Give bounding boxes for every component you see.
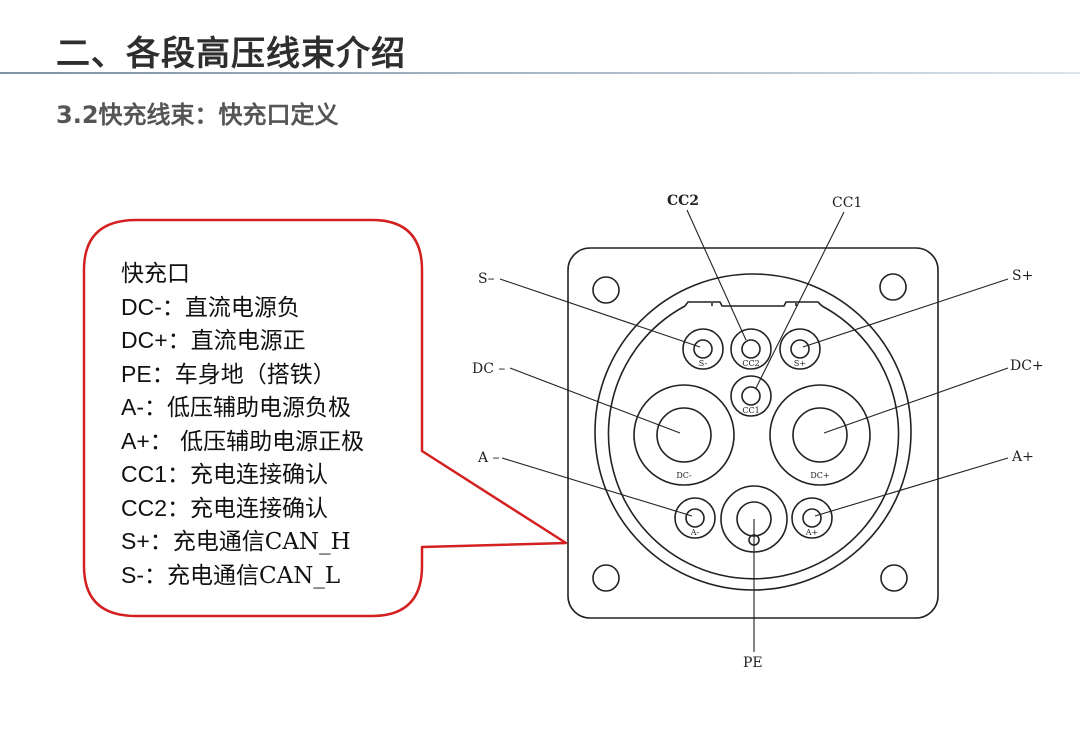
pin-label-s-minus: S- — [699, 359, 708, 368]
pin-a-minus — [685, 508, 705, 528]
callout-s-plus: S+ — [1012, 268, 1033, 284]
title-divider — [0, 72, 1080, 74]
legend-item-cc1: CC1：充电连接确认 — [121, 458, 364, 492]
legend-separator: ： — [161, 294, 185, 321]
pin-a-minus-sleeve — [674, 497, 716, 539]
legend-description: 充电连接确认 — [190, 495, 329, 522]
mounting-hole — [880, 564, 908, 592]
pin-dc-plus — [792, 407, 848, 463]
legend-code: DC+ — [121, 327, 168, 353]
legend-separator: ： — [149, 428, 173, 455]
pin-cc2 — [741, 339, 761, 359]
pin-label-s-plus: S+ — [794, 359, 806, 368]
pin-s-minus — [693, 339, 713, 359]
legend-code: S- — [121, 561, 144, 588]
legend-code: CC1 — [121, 461, 168, 487]
pin-s-minus-sleeve — [682, 328, 724, 370]
callout-dc-minus: DC – — [472, 361, 505, 377]
legend-description: 直流电源负 — [184, 294, 300, 321]
pin-label-a-minus: A- — [690, 528, 700, 537]
latch-slot — [684, 301, 823, 307]
legend-separator: ： — [167, 328, 191, 354]
mounting-hole — [592, 276, 620, 304]
pin-a-plus-sleeve — [791, 497, 833, 539]
legend-heading: 快充口 — [121, 261, 190, 287]
pin-cc2-sleeve — [730, 328, 772, 370]
legend-separator: ： — [167, 495, 191, 522]
legend-item-cc2: CC2：充电连接确认 — [121, 492, 364, 526]
leader-s-minus — [499, 278, 701, 348]
mounting-hole — [879, 273, 907, 301]
legend-separator: ： — [144, 562, 167, 589]
legend-description: 充电连接确认 — [190, 462, 329, 488]
legend-description: 充电通信CAN_H — [172, 529, 351, 555]
legend-separator: ： — [151, 361, 175, 388]
callout-a-minus: A – — [477, 450, 500, 466]
connector-flange — [567, 247, 939, 619]
legend-separator: ： — [149, 529, 173, 555]
legend-code: PE — [121, 360, 152, 387]
legend-item-a-minus: A-：低压辅助电源负极 — [121, 391, 364, 425]
pin-label-dc-minus: DC- — [676, 471, 692, 480]
pin-cc1 — [741, 386, 761, 406]
leader-s-plus — [802, 278, 1009, 348]
pin-dc-minus-sleeve — [633, 384, 735, 486]
pin-a-plus — [802, 508, 822, 528]
legend-description: 直流电源正 — [190, 328, 306, 354]
pin-label-a-plus: A+ — [805, 528, 818, 537]
legend-separator: ： — [144, 395, 167, 421]
leader-a-plus — [814, 457, 1009, 517]
legend-description: 车身地（搭铁） — [174, 361, 336, 388]
legend-code: DC- — [121, 293, 162, 320]
legend-code: A- — [121, 394, 144, 420]
legend-item-a-plus: A+： 低压辅助电源正极 — [121, 425, 364, 459]
pin-dc-plus-sleeve — [769, 384, 871, 486]
page-subtitle: 3.2快充线束：快充口定义 — [56, 101, 339, 129]
pin-cc1-sleeve — [730, 375, 772, 417]
pin-s-plus — [790, 339, 810, 359]
legend-description: 低压辅助电源负极 — [167, 395, 351, 421]
leader-cc1 — [755, 211, 845, 389]
callout-cc2: CC2 — [667, 193, 699, 209]
legend-separator: ： — [167, 462, 191, 488]
socket-outer-ring — [594, 273, 912, 591]
pin-label-dc-plus: DC+ — [810, 471, 829, 480]
legend-code: CC2 — [121, 494, 168, 521]
legend-item-dc-minus: DC-：直流电源负 — [121, 291, 364, 325]
pin-label-cc1: CC1 — [742, 406, 759, 415]
pin-label-cc2: CC2 — [742, 359, 759, 368]
legend-item-pe: PE：车身地（搭铁） — [121, 358, 364, 392]
pin-s-plus-sleeve — [779, 328, 821, 370]
page-title: 二、各段高压线束介绍 — [56, 34, 406, 74]
legend-item-dc-plus: DC+：直流电源正 — [121, 324, 364, 358]
callout-cc1: CC1 — [832, 195, 862, 211]
leader-a-minus — [501, 457, 693, 517]
callout-dc-plus: DC+ — [1010, 358, 1044, 374]
pin-legend: 快充口 DC-：直流电源负 DC+：直流电源正 PE：车身地（搭铁） A-：低压… — [121, 258, 364, 592]
legend-description: 低压辅助电源正极 — [172, 428, 365, 455]
leader-dc-plus — [823, 367, 1009, 434]
callout-pe: PE — [743, 655, 763, 671]
legend-code: S+ — [121, 528, 150, 554]
leader-cc2 — [686, 209, 747, 341]
mounting-hole — [592, 564, 620, 592]
pin-dc-minus — [656, 407, 712, 463]
legend-item-s-plus: S+：充电通信CAN_H — [121, 525, 364, 559]
callout-s-minus: S– — [478, 271, 495, 287]
callout-a-plus: A+ — [1011, 449, 1034, 465]
leader-dc-minus — [509, 367, 681, 434]
legend-code: A+ — [121, 427, 150, 454]
legend-item-s-minus: S-：充电通信CAN_L — [121, 559, 364, 593]
legend-description: 充电通信CAN_L — [167, 562, 341, 589]
